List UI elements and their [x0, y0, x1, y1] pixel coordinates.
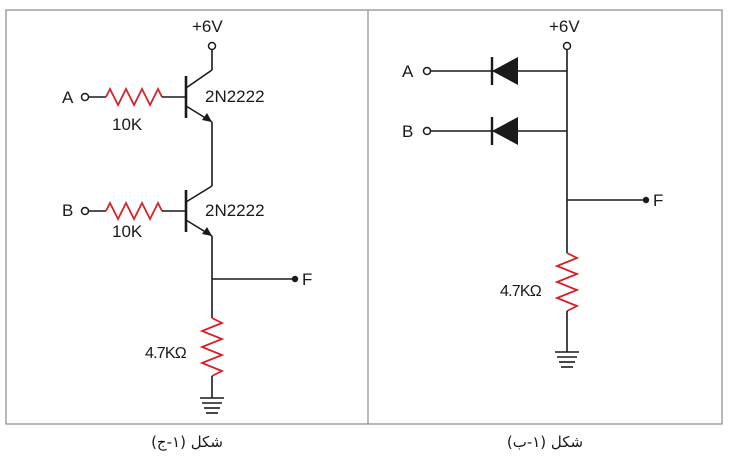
q2-collector — [185, 185, 213, 203]
right-caption: شکل (۱-ب) — [507, 433, 583, 451]
left-ground-icon — [200, 397, 224, 414]
right-supply-label: +6V — [549, 17, 580, 36]
q2-emitter-arrow — [202, 227, 212, 236]
right-output-label: F — [653, 191, 663, 210]
right-load-resistor — [554, 252, 580, 312]
left-supply-label: +6V — [192, 17, 223, 36]
resistor-a-label: 10K — [112, 115, 143, 134]
left-output-dot — [291, 275, 299, 283]
left-output-label: F — [302, 270, 312, 289]
right-load-resistor-label: 4.7KΩ — [500, 283, 542, 300]
left-load-resistor-label: 4.7KΩ — [145, 345, 187, 362]
left-supply-terminal — [207, 41, 217, 51]
right-ground-icon — [555, 351, 579, 368]
right-input-a-label: A — [402, 62, 414, 81]
left-caption: شکل (۱-ج) — [151, 433, 223, 452]
left-load-resistor — [199, 317, 225, 377]
figure-frame — [5, 9, 723, 425]
diode-b-icon — [492, 117, 518, 145]
right-input-b-terminal — [422, 126, 432, 136]
right-input-b-label: B — [402, 122, 413, 141]
left-input-b-terminal — [80, 206, 90, 216]
resistor-b — [105, 200, 163, 222]
q1-label: 2N2222 — [205, 87, 265, 106]
q1-collector — [185, 69, 213, 89]
diode-a-icon — [492, 57, 518, 85]
right-supply-terminal — [562, 41, 572, 51]
q1-emitter-arrow — [202, 113, 212, 122]
left-input-a-label: A — [62, 88, 74, 107]
left-input-b-label: B — [62, 201, 73, 220]
resistor-a — [105, 86, 163, 108]
left-circuit: +6V 2N2222 A 10K 2N2222 B 10K — [62, 17, 312, 414]
right-output-dot — [642, 196, 650, 204]
resistor-b-label: 10K — [112, 222, 143, 241]
right-circuit: +6V A B F 4.7KΩ — [402, 17, 663, 368]
left-input-a-terminal — [80, 92, 90, 102]
right-input-a-terminal — [422, 66, 432, 76]
q2-label: 2N2222 — [205, 201, 265, 220]
